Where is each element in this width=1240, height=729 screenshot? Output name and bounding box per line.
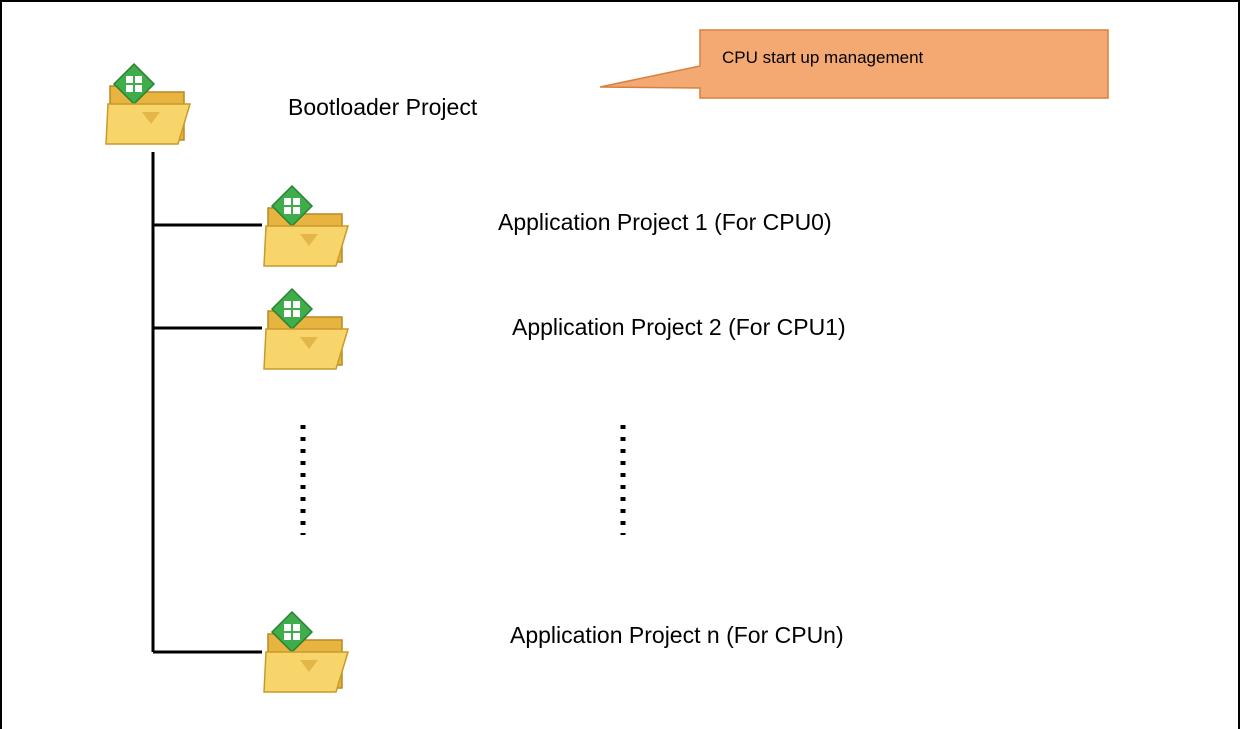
project-folder-icon [263, 610, 350, 693]
application-project-n-label: Application Project n (For CPUn) [510, 622, 844, 648]
project-folder-icon [263, 287, 350, 370]
callout-text: CPU start up management [722, 48, 924, 67]
project-folder-icon [105, 62, 192, 145]
application-project-1-label: Application Project 1 (For CPU0) [498, 209, 832, 235]
application-project-2-label: Application Project 2 (For CPU1) [512, 314, 846, 340]
bootloader-project-label: Bootloader Project [288, 94, 478, 120]
project-folder-icon [263, 184, 350, 267]
